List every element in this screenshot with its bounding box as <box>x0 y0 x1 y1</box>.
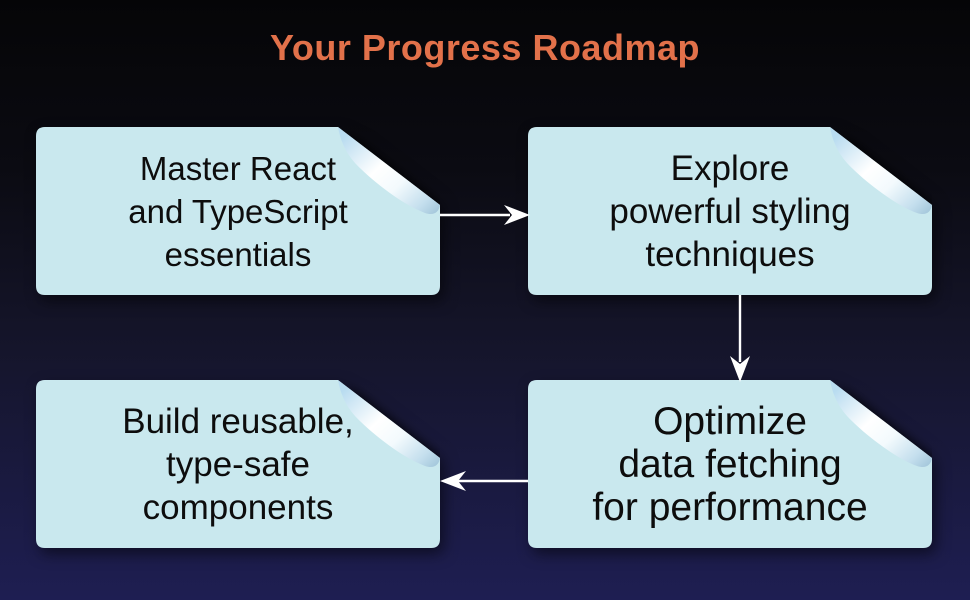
note-line: Master React <box>139 149 337 187</box>
note-label: Master React and TypeScript essentials <box>36 127 440 295</box>
note-label: Optimize data fetching for performance <box>528 380 932 548</box>
folded-corner <box>830 127 932 215</box>
note-line: powerful styling <box>609 191 851 231</box>
step-note-1: Master React and TypeScript essentials <box>36 127 440 295</box>
note-line: techniques <box>645 234 815 274</box>
note-page <box>36 380 440 548</box>
folded-corner <box>338 127 440 215</box>
arrow-down-icon <box>730 295 750 382</box>
note-line: for performance <box>592 485 868 529</box>
note-page <box>36 127 440 295</box>
step-note-2: Explore powerful styling techniques <box>528 127 932 295</box>
note-line: essentials <box>164 235 312 273</box>
note-line: Optimize <box>653 399 807 443</box>
step-note-3: Optimize data fetching for performance <box>528 380 932 548</box>
note-line: type-safe <box>166 444 310 484</box>
arrow-left-icon <box>440 471 528 491</box>
note-shape <box>528 127 932 295</box>
note-shape <box>528 380 932 548</box>
note-line: data fetching <box>618 442 842 486</box>
note-label: Build reusable, type-safe components <box>36 380 440 548</box>
folded-corner <box>338 380 440 468</box>
note-label: Explore powerful styling techniques <box>528 127 932 295</box>
note-line: and TypeScript <box>128 192 348 230</box>
folded-corner <box>830 380 932 468</box>
note-line: Build reusable, <box>122 401 354 441</box>
arrow-right-icon <box>440 205 530 225</box>
note-page <box>528 127 932 295</box>
note-shape <box>36 380 440 548</box>
note-line: components <box>142 487 334 527</box>
step-note-4: Build reusable, type-safe components <box>36 380 440 548</box>
note-line: Explore <box>670 148 790 188</box>
note-shape <box>36 127 440 295</box>
page-title: Your Progress Roadmap <box>270 27 700 68</box>
note-page <box>528 380 932 548</box>
